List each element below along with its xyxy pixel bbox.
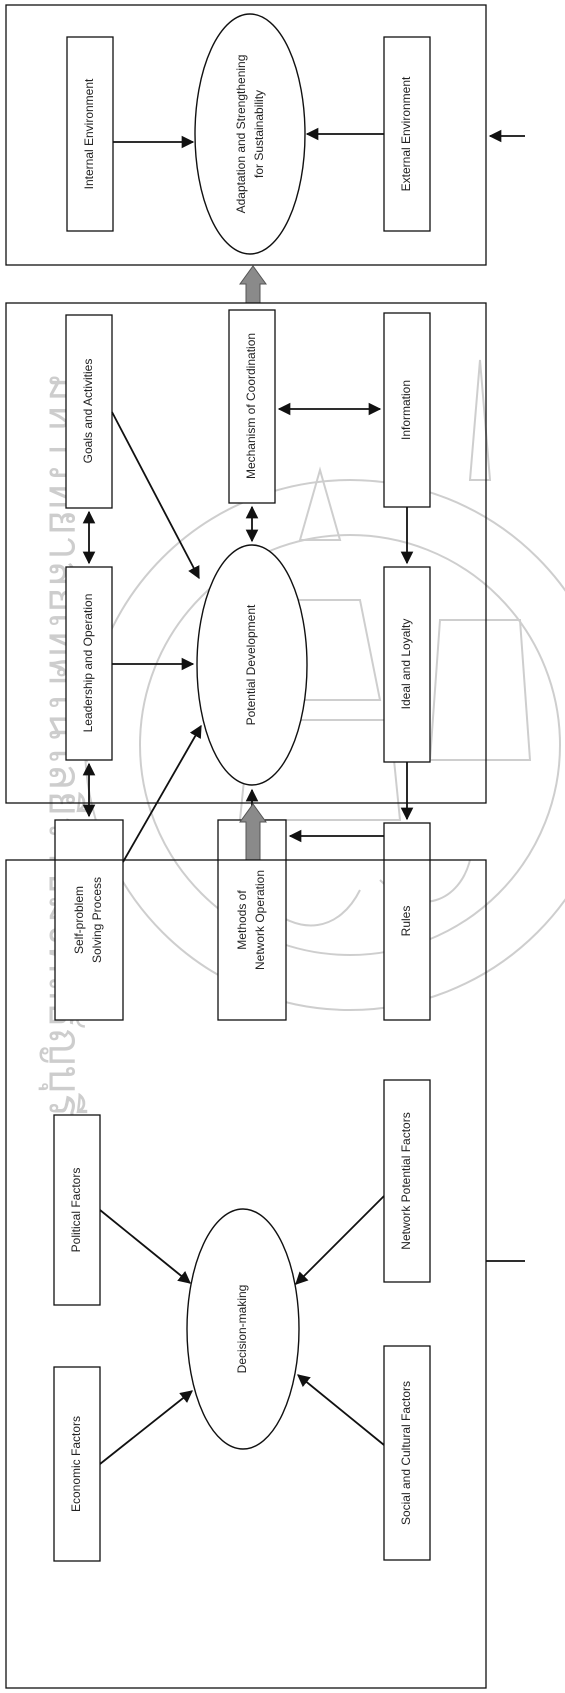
external-environment-box: External Environment xyxy=(383,36,431,232)
mechanism-of-coordination-box: Mechanism of Coordination xyxy=(228,309,276,504)
potential-development-ellipse: Potential Development xyxy=(196,544,308,786)
social-and-cultural-factors-box: Social and Cultural Factors xyxy=(383,1345,431,1561)
goals-and-activities-label: Goals and Activities xyxy=(81,359,95,464)
ideal-and-loyalty-box: Ideal and Loyalty xyxy=(383,566,431,763)
self-problem-label-line2: Solving Process xyxy=(90,877,104,963)
rules-label: Rules xyxy=(399,906,413,937)
economic-factors-label: Economic Factors xyxy=(69,1416,83,1512)
section-middle-frame xyxy=(5,302,487,804)
section-middle: Goals and Activities Mechanism of Coordi… xyxy=(5,302,487,1021)
big-arrow-bottom-to-middle xyxy=(239,803,267,861)
arrow-goals-potential xyxy=(111,411,200,580)
big-arrow-middle-to-top xyxy=(239,265,267,304)
arrow-economic-decision xyxy=(99,1390,193,1465)
section-top: Internal Environment Adaptation and Stre… xyxy=(5,4,525,266)
arrow-social-decision xyxy=(297,1374,385,1446)
internal-environment-box: Internal Environment xyxy=(66,36,114,232)
adaptation-label-line2: for Sustainability xyxy=(252,90,266,178)
arrow-selfproblem-potential xyxy=(122,724,202,863)
self-problem-solving-box: Self-problem Solving Process xyxy=(54,819,124,1021)
internal-environment-label: Internal Environment xyxy=(82,78,96,189)
adaptation-label-line1: Adaptation and Strengthening xyxy=(234,55,248,214)
political-factors-label: Political Factors xyxy=(69,1168,83,1253)
network-potential-factors-label: Network Potential Factors xyxy=(399,1112,413,1249)
mechanism-of-coordination-label: Mechanism of Coordination xyxy=(244,333,258,479)
rules-box: Rules xyxy=(383,822,431,1021)
network-potential-factors-box: Network Potential Factors xyxy=(383,1079,431,1283)
self-problem-label-line1: Self-problem xyxy=(72,886,86,954)
information-label: Information xyxy=(399,380,413,440)
political-factors-box: Political Factors xyxy=(53,1114,101,1306)
arrow-network-decision xyxy=(295,1195,385,1285)
decision-making-label: Decision-making xyxy=(235,1285,249,1374)
section-top-frame xyxy=(5,4,487,266)
decision-making-ellipse: Decision-making xyxy=(186,1208,300,1450)
methods-label-line1: Methods of xyxy=(235,890,249,950)
ideal-and-loyalty-label: Ideal and Loyalty xyxy=(399,619,413,710)
section-bottom-frame xyxy=(5,859,487,1689)
external-environment-label: External Environment xyxy=(399,76,413,191)
information-box: Information xyxy=(383,312,431,508)
leadership-and-operation-box: Leadership and Operation xyxy=(65,566,113,761)
arrow-political-decision xyxy=(99,1209,191,1284)
adaptation-ellipse: Adaptation and Strengthening for Sustain… xyxy=(194,13,306,255)
economic-factors-box: Economic Factors xyxy=(53,1366,101,1562)
methods-label-line2: Network Operation xyxy=(253,870,267,970)
section-bottom: Political Factors Network Potential Fact… xyxy=(5,859,525,1689)
leadership-and-operation-label: Leadership and Operation xyxy=(81,594,95,733)
potential-development-label: Potential Development xyxy=(244,604,258,725)
social-and-cultural-factors-label: Social and Cultural Factors xyxy=(399,1381,413,1525)
goals-and-activities-box: Goals and Activities xyxy=(65,314,113,509)
